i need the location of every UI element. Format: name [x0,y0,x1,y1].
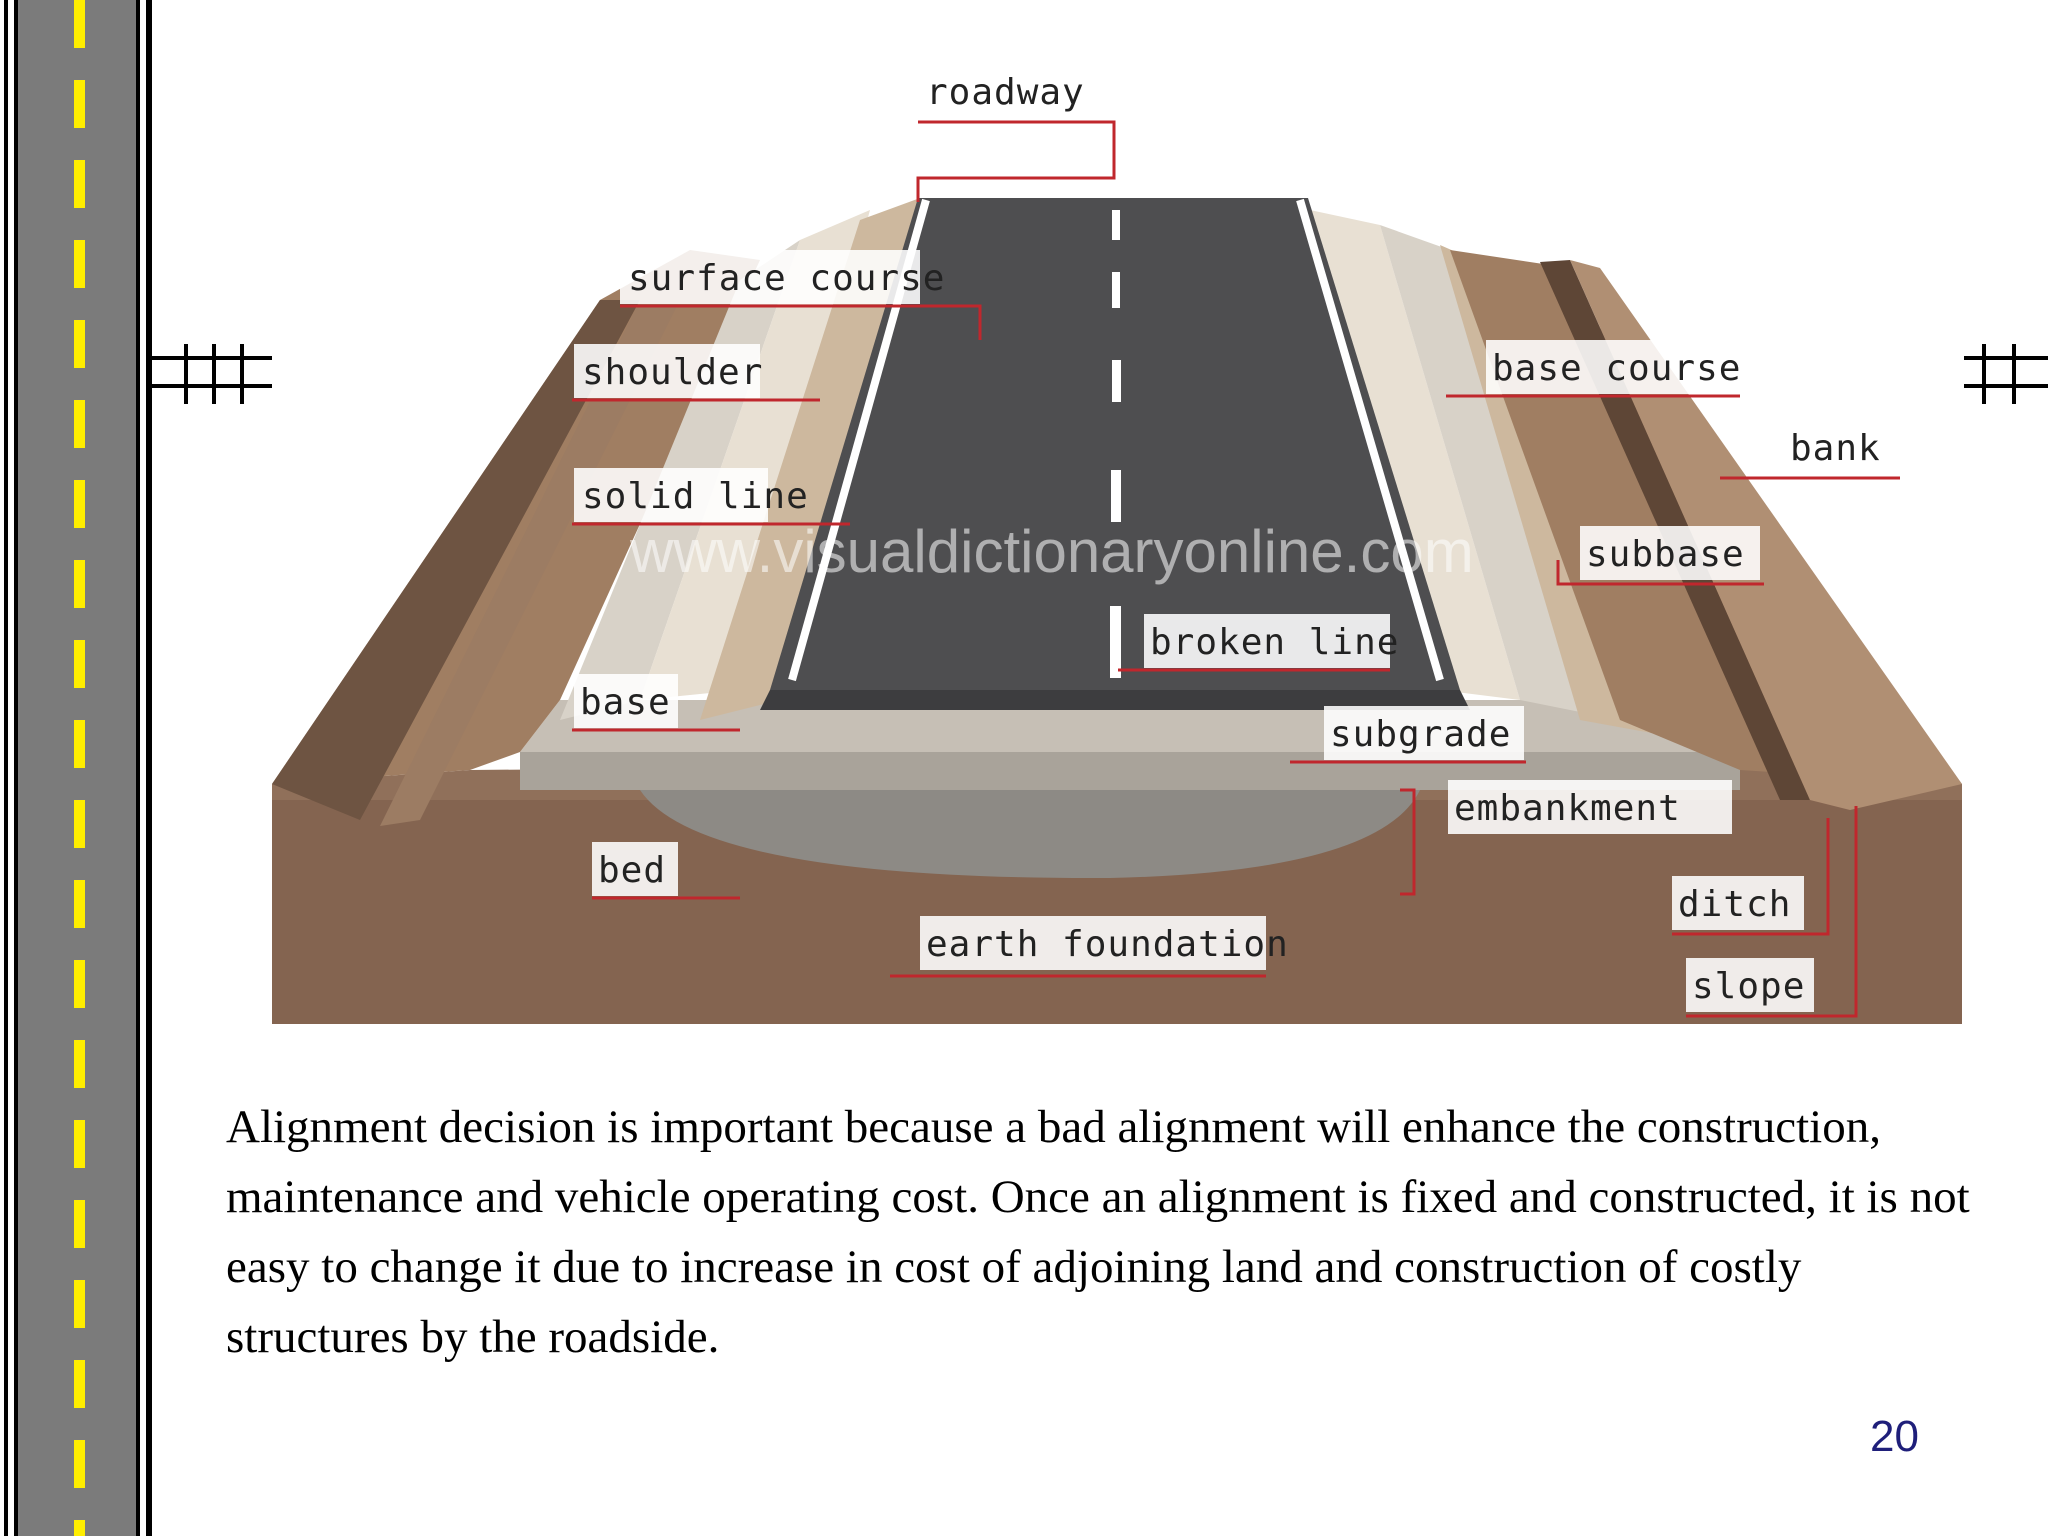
leader-surface-course [620,304,982,340]
leader-embankment [1400,788,1416,896]
leader-roadway [916,120,1116,202]
left-shoulder-inner [640,210,870,700]
label-roadway: roadway [926,72,1085,113]
label-shoulder: shoulder [582,352,763,393]
road-strip-decoration [0,0,154,1536]
left-bank-ridge [272,300,640,820]
label-surface-course: surface course [628,258,945,299]
label-broken-line: broken line [1150,622,1399,663]
label-base: base [580,682,671,723]
label-ditch: ditch [1678,884,1791,925]
surface-course-edge [760,690,1470,710]
watermark: www.visualdictionaryonline.com [629,518,1474,585]
left-ornament [150,344,272,404]
right-shoulder-inner [1310,210,1520,700]
label-base-course: base course [1492,348,1741,389]
label-earth-foundation: earth foundation [926,924,1289,965]
label-subgrade: subgrade [1330,714,1511,755]
center-dashes [74,0,85,1536]
label-embankment: embankment [1454,788,1681,829]
broken-center-line [1110,210,1121,678]
earth-foundation [640,790,1420,879]
surface-course [770,198,1460,690]
right-ornament [1964,344,2048,404]
right-solid-line [1296,198,1444,682]
label-bed: bed [598,850,666,891]
label-subbase: subbase [1586,534,1745,575]
label-slope: slope [1692,966,1805,1007]
left-ditch [380,300,680,826]
left-base-course [700,198,920,720]
leader-subbase [1556,560,1764,586]
leader-slope [1686,806,1858,1018]
leader-ditch [1672,818,1830,936]
label-bank: bank [1790,428,1881,469]
page-number: 20 [1870,1412,1919,1461]
road-cross-section-diagram: www.visualdictionaryonline.com roadway s… [150,72,2048,1024]
label-solid-line: solid line [582,476,809,517]
body-paragraph: Alignment decision is important because … [226,1101,1970,1363]
